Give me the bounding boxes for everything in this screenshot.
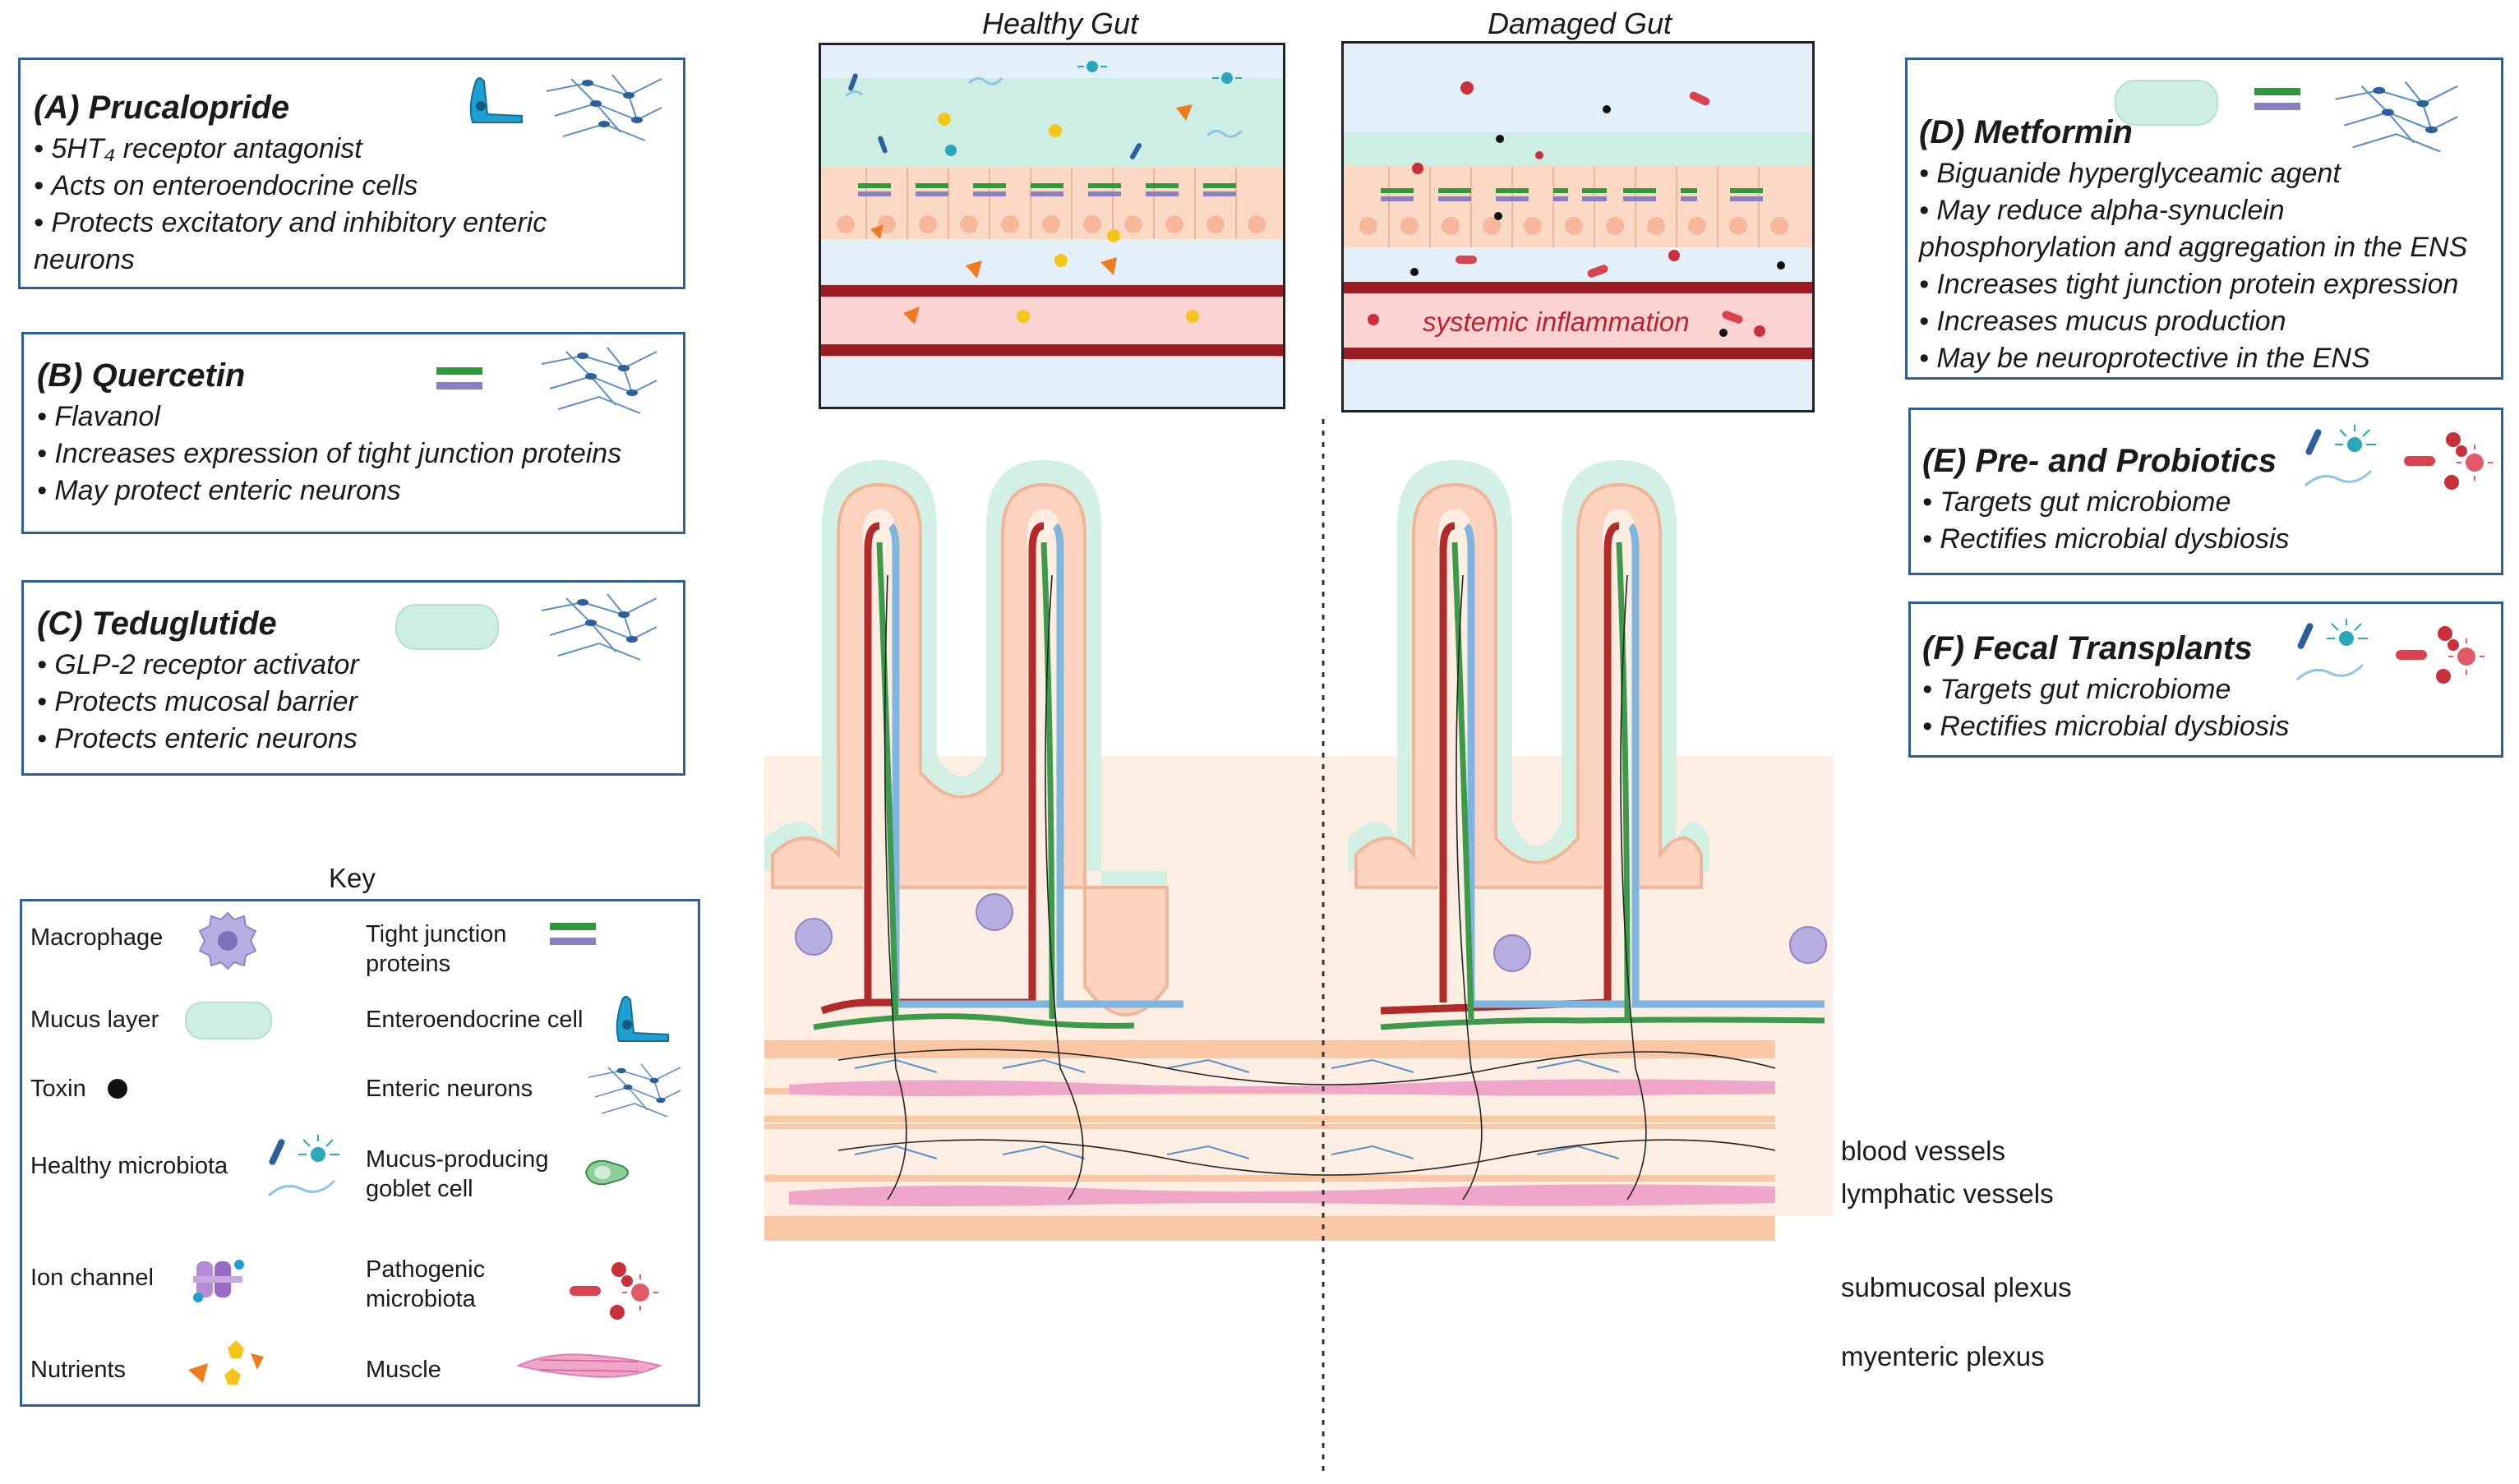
mucus-layer-icon [395, 604, 499, 650]
treatment-point: Increases mucus production [1919, 303, 2501, 340]
key-label-nutrients: Nutrients [30, 1357, 127, 1383]
key-label-healthy-microbiota: Healthy microbiota [30, 1153, 228, 1179]
treatment-title: (D) Metformin [1919, 114, 2133, 150]
enteric-neurons-icon [541, 593, 657, 661]
healthy-gut-illustration [821, 61, 1283, 357]
treatment-title: (F) Fecal Transplants [1922, 630, 2253, 666]
treatment-point: Acts on enteroendocrine cells [34, 168, 683, 205]
goblet-cell-icon [584, 1159, 629, 1186]
enteroendocrine-cell-icon [469, 77, 523, 123]
treatment-box-b: (B) Quercetin Flavanol Increases express… [21, 332, 685, 534]
treatment-point: Rectifies microbial dysbiosis [1922, 521, 2501, 558]
key-label-mucus-layer: Mucus layer [30, 1007, 159, 1033]
systemic-inflammation-label: systemic inflammation [1423, 306, 1690, 337]
treatment-box-f: (F) Fecal Transplants Targets gut microb… [1908, 601, 2503, 758]
healthy-gut-title: Healthy Gut [981, 7, 1139, 40]
damaged-gut-title: Damaged Gut [1487, 7, 1672, 40]
key-box: Macrophage Mucus layer Toxin Healthy mic… [20, 899, 700, 1407]
treatment-box-c: (C) Teduglutide GLP-2 receptor activator… [21, 580, 685, 776]
submucosal-plexus-label: submucosal plexus [1841, 1272, 2072, 1302]
enteroendocrine-cell-icon [616, 996, 669, 1042]
enteric-neurons-icon [2335, 81, 2458, 153]
treatment-point: Targets gut microbiome [1922, 671, 2501, 708]
treatment-box-d: (D) Metformin Biguanide hyperglyceamic a… [1905, 58, 2503, 380]
key-label-tight-junction: Tight junction proteins [366, 921, 507, 977]
key-label-pathogenic: Pathogenic microbiota [366, 1256, 486, 1312]
intestinal-wall-illustration [764, 419, 1833, 1471]
enteric-neurons-icon [541, 347, 657, 414]
damaged-gut-illustration [1344, 81, 1812, 361]
treatment-point: Protects mucosal barrier [37, 684, 683, 721]
treatment-point: May protect enteric neurons [37, 472, 683, 509]
key-label-enteric-neurons: Enteric neurons [366, 1076, 533, 1102]
key-label-macrophage: Macrophage [30, 924, 164, 951]
pathogenic-microbiota-icon [2396, 626, 2484, 684]
tight-junction-icon [436, 367, 482, 389]
macrophage-icon [198, 911, 257, 970]
treatment-point: May be neuroprotective in the ENS [1919, 340, 2501, 377]
ion-channel-icon [193, 1260, 244, 1302]
healthy-microbiota-icon [2304, 425, 2376, 487]
treatment-point: phosphorylation and aggregation in the E… [1919, 232, 2468, 263]
treatment-point: Rectifies microbial dysbiosis [1922, 708, 2501, 745]
pathogenic-microbiota-icon [2404, 432, 2493, 490]
key-label-goblet-cell: Mucus-producing goblet cell [366, 1146, 549, 1202]
treatment-point: May reduce alpha-synuclein [1919, 192, 2501, 229]
toxin-icon [108, 1079, 127, 1099]
key-title: Key [329, 863, 376, 893]
treatment-point: Flavanol [37, 399, 683, 436]
treatment-title: (E) Pre- and Probiotics [1922, 443, 2277, 479]
treatment-point: Increases tight junction protein express… [1919, 266, 2501, 303]
pathogenic-microbiota-icon [570, 1262, 658, 1320]
treatment-point: GLP-2 receptor activator [37, 647, 683, 684]
healthy-microbiota-icon [267, 1135, 339, 1197]
treatment-point: Targets gut microbiome [1922, 484, 2501, 521]
treatment-title: (A) Prucalopride [34, 90, 290, 126]
key-label-ion-channel: Ion channel [30, 1265, 154, 1291]
mucus-layer-icon [2115, 80, 2218, 126]
damaged-gut-panel: systemic inflammation [1341, 41, 1815, 412]
treatment-point: 5HT₄ receptor antagonist [34, 131, 683, 168]
nutrients-icon [188, 1340, 264, 1385]
treatment-point: Protects enteric neurons [37, 721, 683, 758]
enteric-neurons-icon [546, 74, 662, 141]
blood-vessels-label: blood vessels [1841, 1136, 2005, 1166]
healthy-microbiota-icon [2295, 619, 2368, 681]
tight-junction-icon [2254, 88, 2300, 110]
treatment-title: (C) Teduglutide [37, 606, 277, 642]
mucus-layer-icon [185, 1002, 272, 1039]
treatment-point: Increases expression of tight junction p… [37, 436, 683, 472]
key-label-toxin: Toxin [30, 1076, 86, 1102]
treatment-point: Biguanide hyperglyceamic agent [1919, 155, 2501, 192]
treatment-point: neurons [34, 244, 135, 275]
enteric-neurons-icon [588, 1063, 681, 1118]
tight-junction-icon [550, 923, 596, 945]
muscle-icon [516, 1353, 662, 1378]
treatment-box-a: (A) Prucalopride 5HT₄ receptor antagonis… [18, 58, 685, 289]
myenteric-plexus-label: myenteric plexus [1841, 1341, 2045, 1371]
treatment-box-e: (E) Pre- and Probiotics Targets gut micr… [1908, 408, 2503, 575]
key-label-muscle: Muscle [366, 1357, 441, 1383]
key-label-enteroendocrine: Enteroendocrine cell [366, 1007, 584, 1033]
healthy-gut-panel [819, 43, 1285, 409]
treatment-title: (B) Quercetin [37, 357, 246, 394]
lymphatic-vessels-label: lymphatic vessels [1841, 1178, 2054, 1209]
treatment-point: Protects excitatory and inhibitory enter… [34, 205, 683, 242]
